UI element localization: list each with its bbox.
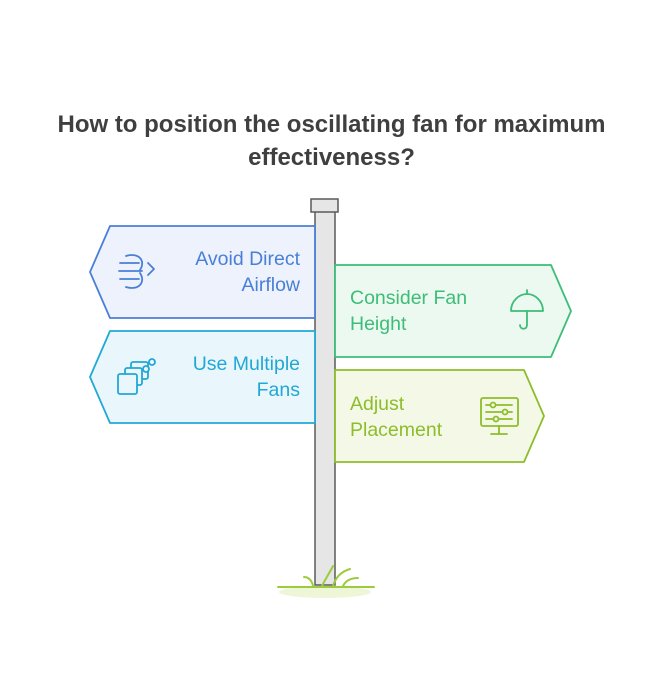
sign-label-adjust-placement: Adjust Placement xyxy=(350,391,480,443)
grass-icon xyxy=(277,565,375,588)
pole-cap xyxy=(310,198,339,213)
sign-consider-fan-height xyxy=(334,264,572,358)
ground-shadow xyxy=(279,586,371,598)
diagram-title: How to position the oscillating fan for … xyxy=(0,108,663,174)
sign-adjust-placement xyxy=(334,369,545,463)
sign-label-line-1: Consider Fan xyxy=(350,287,468,309)
sign-label-consider-fan-height: Consider Fan Height xyxy=(350,285,500,337)
sign-label-use-multiple-fans: Use Multiple Fans xyxy=(160,351,300,403)
sign-avoid-direct-airflow xyxy=(89,225,316,319)
sign-label-line-1: Use Multiple xyxy=(192,353,300,375)
sign-label-line-2: Placement xyxy=(350,419,443,441)
title-line-2: effectiveness? xyxy=(248,144,415,171)
umbrella-icon xyxy=(510,289,544,330)
sign-label-line-2: Airflow xyxy=(241,274,300,296)
airflow-icon xyxy=(118,254,155,289)
sign-label-line-1: Avoid Direct xyxy=(195,248,300,270)
sign-use-multiple-fans xyxy=(89,330,316,424)
sign-label-avoid-direct-airflow: Avoid Direct Airflow xyxy=(160,246,300,298)
sign-label-line-2: Height xyxy=(350,313,407,335)
sign-label-line-2: Fans xyxy=(256,379,300,401)
layers-icon xyxy=(117,358,156,395)
control-panel-icon xyxy=(480,397,519,435)
title-line-1: How to position the oscillating fan for … xyxy=(57,111,606,138)
sign-label-line-1: Adjust xyxy=(350,393,405,415)
